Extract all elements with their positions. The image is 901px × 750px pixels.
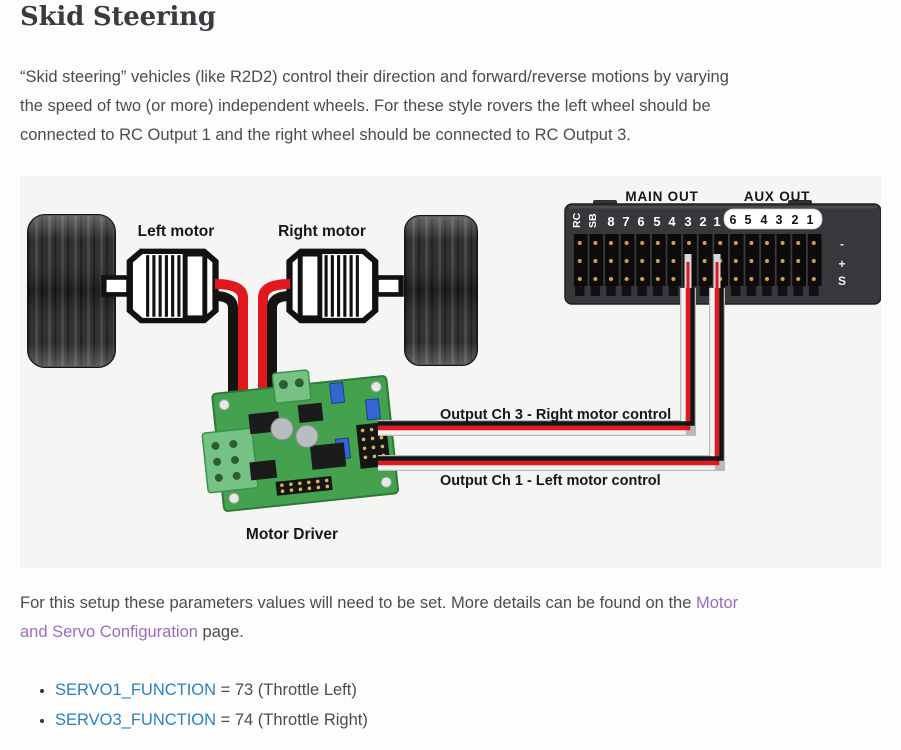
right-motor-icon [289, 251, 401, 320]
jumper [364, 398, 382, 421]
pin-label-4: 4 [668, 214, 676, 229]
servo3-function-link[interactable]: SERVO3_FUNCTION [55, 710, 217, 729]
setup-line-2: and Servo Configuration page. [20, 618, 888, 647]
setup-text-1: For this setup these parameters values w… [20, 594, 696, 612]
right-motor-label: Right motor [278, 223, 366, 240]
left-motor-label: Left motor [138, 223, 215, 240]
intro-line-2: the speed of two (or more) independent w… [20, 97, 711, 115]
page-title: Skid Steering [20, 2, 216, 32]
list-item-servo3: SERVO3_FUNCTION = 74 (Throttle Right) [55, 706, 880, 736]
aux-pin-2: 2 [792, 213, 799, 227]
side-pin-s: S [838, 274, 846, 288]
setup-text-2: page. [197, 623, 244, 641]
intro-line-3: connected to RC Output 1 and the right w… [20, 126, 631, 144]
output-ch1-label: Output Ch 1 - Left motor control [440, 473, 661, 489]
aux-pin-6: 6 [730, 213, 737, 227]
side-pin-minus: - [840, 237, 844, 251]
output-ch3-wire [378, 288, 696, 436]
intro-line-1: “Skid steering” vehicles (like R2D2) con… [20, 68, 729, 86]
side-pin-plus: + [838, 257, 845, 271]
pin-label-sb: SB [587, 213, 599, 228]
aux-pin-3: 3 [776, 213, 783, 227]
left-motor-red-wire [214, 279, 248, 418]
setup-paragraph: For this setup these parameters values w… [20, 589, 888, 647]
aux-number-strip [723, 208, 823, 230]
left-terminal-block [201, 427, 259, 494]
aux-out-label: AUX OUT [744, 189, 810, 204]
connector-teeth [572, 286, 822, 296]
servo1-function-link[interactable]: SERVO1_FUNCTION [55, 681, 217, 699]
pin-label-5: 5 [653, 214, 660, 229]
list-item-servo1: SERVO1_FUNCTION = 73 (Throttle Left) [55, 676, 880, 706]
main-out-label: MAIN OUT [625, 189, 698, 204]
rc-output-module: RC SB 8 7 6 5 4 3 2 1 6 5 4 3 2 1 - + S [564, 200, 881, 305]
motor-wires [214, 279, 291, 418]
pin-label-1: 1 [713, 214, 720, 229]
output-ch3-label: Output Ch 3 - Right motor control [440, 407, 671, 423]
output-ch1-wire [378, 288, 725, 471]
pin-label-6: 6 [637, 214, 644, 229]
motor-driver-board [201, 369, 399, 512]
right-motor-red-wire [258, 279, 291, 418]
pin-label-rc: RC [571, 212, 583, 228]
aux-pin-4: 4 [761, 213, 768, 227]
right-motor-black-wire [267, 291, 291, 418]
pin-label-2: 2 [699, 214, 706, 229]
left-motor-black-wire [214, 291, 238, 418]
aux-pin-1: 1 [807, 213, 814, 227]
top-terminal-block [271, 369, 312, 404]
skid-steering-diagram: Left motor Right motor [20, 176, 881, 568]
left-motor-icon [104, 251, 216, 320]
left-tire [27, 214, 116, 368]
servo3-function-value: = 74 (Throttle Right) [216, 710, 368, 729]
parameter-list: SERVO1_FUNCTION = 73 (Throttle Left) SER… [20, 676, 880, 735]
motor-servo-config-link-part2[interactable]: and Servo Configuration [20, 623, 198, 641]
pin-label-8: 8 [607, 214, 614, 229]
pin-label-3: 3 [684, 214, 691, 229]
pin-label-7: 7 [622, 214, 629, 229]
jumper [329, 381, 346, 405]
aux-pin-5: 5 [745, 213, 752, 227]
setup-line-1: For this setup these parameters values w… [20, 589, 888, 618]
servo1-function-value: = 73 (Throttle Left) [216, 681, 357, 699]
intro-paragraph: “Skid steering” vehicles (like R2D2) con… [20, 63, 888, 150]
motor-driver-label: Motor Driver [246, 526, 338, 543]
right-tire [404, 215, 478, 366]
wire-connector-tips [684, 254, 721, 288]
motor-servo-config-link-part1[interactable]: Motor [695, 594, 739, 612]
